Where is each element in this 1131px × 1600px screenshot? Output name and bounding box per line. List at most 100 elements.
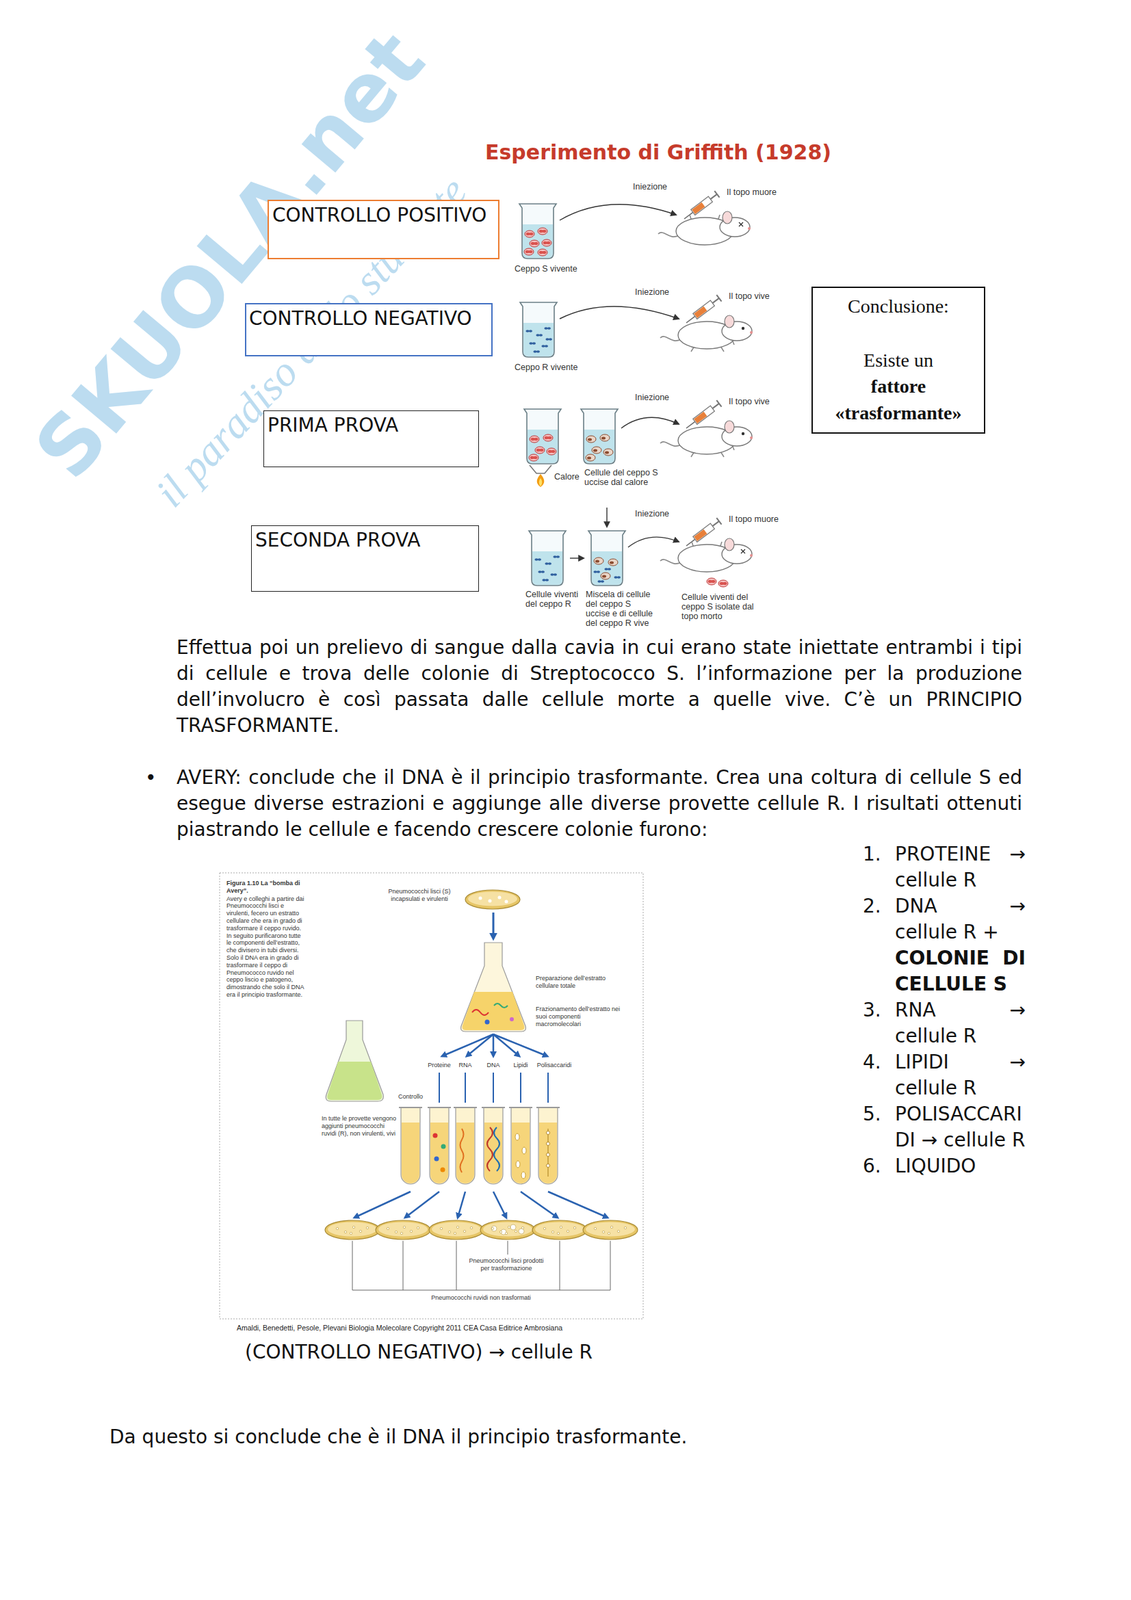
list-item-text: LIQUIDO (894, 1154, 976, 1178)
figure-frame (219, 873, 644, 1320)
box-text: CONTROLLO NEGATIVO (249, 305, 489, 333)
illustration-part (510, 1224, 516, 1231)
illustration-part (524, 248, 534, 256)
illustration-part (597, 580, 605, 583)
illustration-part (386, 1226, 419, 1235)
list-text-cell: POLISACCARIDI → cellule R (894, 1101, 1026, 1154)
figure-label: Iniezione (634, 509, 670, 519)
test-tube (453, 1107, 477, 1185)
figure-label: Il topo muore (728, 514, 779, 525)
injection-arrow (559, 306, 679, 319)
illustration-part (488, 899, 492, 904)
tube-arrow (439, 1072, 549, 1103)
numbered-list: 1.PROTEINE → cellule R2.DNA → cellule R … (862, 841, 1026, 1180)
illustration-part (529, 240, 540, 247)
petri-dish (375, 1220, 431, 1240)
illustration-part (494, 1127, 500, 1172)
bracket-line (352, 1241, 611, 1291)
box-text: SECONDA PROVA (255, 527, 475, 555)
illustration-part (541, 239, 552, 247)
illustration-part (608, 559, 618, 566)
figure-label: Il topo vive (728, 396, 770, 407)
figure-label: Pneumococchi ruvidi non trasformati (431, 1294, 531, 1303)
injection-arrow (621, 417, 679, 429)
illustration-part (537, 227, 548, 235)
illustration-part (546, 448, 557, 455)
injection-arrow (559, 204, 676, 221)
beaker-r-strain (528, 530, 566, 586)
test-tube (398, 1107, 423, 1185)
figure-label: Controllo (398, 1093, 423, 1101)
box-text: fattore «trasformante» (816, 373, 980, 427)
test-tube (536, 1107, 560, 1185)
list-number-cell: 2. (862, 893, 895, 998)
illustration-part (535, 446, 545, 454)
green-flask (325, 1020, 384, 1102)
illustration-part (441, 1144, 447, 1150)
figure-label: Pneumococchi lisci (S) incapsulati e vir… (377, 888, 462, 904)
figure-label: Miscela di cellule del ceppo S uccise e … (585, 589, 657, 629)
figure-label: Lipidi (513, 1061, 528, 1070)
figure-label: Cellule del ceppo S uccise dal calore (584, 468, 660, 488)
illustration-part (541, 344, 549, 348)
list-number-cell: 5. (862, 1101, 895, 1154)
illustration-part (515, 1161, 520, 1168)
illustration-part (528, 454, 539, 462)
petri-dish (429, 1220, 484, 1240)
figure-label: Il topo vive (728, 291, 770, 302)
figure-label: Frazionamento dell’estratto nei suoi com… (535, 1005, 625, 1028)
illustration-part (580, 409, 618, 464)
illustration-part (541, 578, 549, 582)
illustration-part (537, 570, 545, 574)
living-mouse (660, 315, 753, 352)
illustration-part (518, 1228, 525, 1235)
petri-dish (532, 1220, 588, 1240)
illustration-part (498, 896, 502, 900)
label-box: CONTROLLO NEGATIVO (244, 303, 493, 357)
extract-content (494, 1003, 508, 1008)
illustration-part (543, 327, 551, 330)
illustration-part (545, 338, 553, 341)
box-text: Esiste un (816, 347, 980, 375)
illustration-part (439, 1226, 473, 1235)
flask-liquid (462, 992, 525, 1031)
beaker-s-strain (519, 203, 557, 259)
petri-dish (480, 1220, 536, 1240)
illustration-part (524, 409, 562, 464)
illustration-part (440, 1167, 446, 1173)
label-box: CONTROLLO POSITIVO (267, 199, 500, 260)
figure-label: Iniezione (634, 392, 670, 403)
figure-label: Polisaccaridi (537, 1061, 572, 1070)
flask (461, 942, 527, 1032)
illustration-part (582, 1220, 638, 1240)
petri-dish (582, 1220, 638, 1240)
illustration-part (522, 1147, 527, 1155)
illustration-part (433, 1133, 438, 1139)
illustration-part (591, 446, 602, 454)
illustration-part (532, 1220, 588, 1240)
figure-label: Figura 1.10 La “bomba di Avery”. (226, 879, 308, 895)
list-number: 5. (862, 1102, 882, 1126)
illustration-part (504, 900, 509, 904)
list-number-cell: 3. (862, 997, 895, 1050)
list-text-cell: LIPIDI → cellule R (894, 1049, 1026, 1102)
figure-label: Calore (554, 472, 580, 482)
fraction-arrow (466, 1034, 494, 1057)
list-text-cell: RNA → cellule R (894, 997, 1026, 1050)
list-item: 4.LIPIDI → cellule R (862, 1049, 1026, 1102)
illustration-part (600, 572, 611, 580)
illustration-part (603, 448, 614, 456)
illustration-part (613, 576, 621, 579)
list-item: 1.PROTEINE → cellule R (862, 841, 1026, 894)
dead-mouse (658, 211, 751, 245)
test-tube (427, 1107, 451, 1185)
living-mouse (660, 420, 753, 458)
illustration-part (429, 1220, 484, 1240)
plating-arrow (493, 1191, 507, 1218)
isolated-cell (706, 578, 717, 585)
tube-content (433, 1127, 551, 1179)
list-item-text: COLONIE DI CELLULE S (894, 945, 1026, 998)
green-flask-liquid (327, 1061, 382, 1101)
illustration-part (534, 558, 542, 562)
